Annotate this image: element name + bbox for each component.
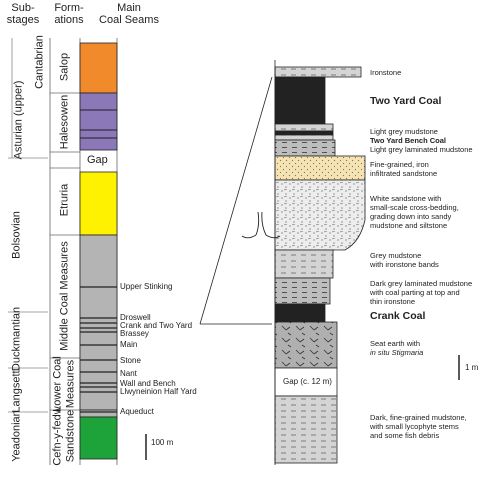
desc-grey-mudstone: Grey mudstone with ironstone bands [370, 251, 439, 269]
desc-two-yard-coal: Two Yard Coal [370, 95, 442, 107]
seam-droswell: Droswell [120, 313, 151, 322]
halesowen-seams [80, 109, 117, 139]
desc-seat-earth: Seat earth with [370, 339, 421, 348]
substage-langsett: Langsett. [10, 367, 23, 413]
formation-cefn-2: Sandstone [64, 409, 77, 463]
desc-white-sandstone: White sandstone with small-scale cross-b… [370, 194, 459, 230]
substage-duckmantian: Duckmantian [10, 306, 23, 372]
seam-llwyneinion: Llwyneinion Half Yard [120, 387, 197, 396]
seam-main: Main [120, 340, 138, 349]
formation-etruria: Etruria [58, 183, 71, 217]
desc-dark-fine: Dark, fine-grained mudstone, with small … [370, 413, 467, 440]
desc-light-grey-lam: Light grey laminated mudstone [370, 145, 473, 154]
formation-cefn-1: Cefn-y-fedw [51, 406, 64, 466]
substages-header: Sub- stages [6, 2, 40, 26]
formation-middle-coal-measures: Middle Coal Measures [58, 241, 71, 351]
substage-asturian: Asturian (upper) [12, 80, 25, 160]
coal-seam-lines [80, 286, 117, 413]
gap-label: Gap [87, 154, 108, 166]
scale-left-label: 100 m [151, 438, 174, 447]
formation-salop: Salop [58, 52, 71, 82]
seam-wall-bench: Wall and Bench [120, 379, 176, 388]
desc-fine-grained: Fine-grained, iron infiltrated sandstone [370, 160, 438, 178]
desc-crank-coal: Crank Coal [370, 310, 426, 322]
desc-ironstone: Ironstone [370, 68, 402, 77]
coal-seams-header: Main Coal Seams [99, 2, 159, 26]
substage-dividers [8, 38, 48, 413]
etruria-unit [79, 171, 118, 236]
seam-nant: Nant [120, 369, 137, 378]
formation-halesowen: Halesowen [58, 94, 71, 150]
formation-lower-coal-2: Measures [64, 359, 77, 409]
seam-upper-stinking: Upper Stinking [120, 282, 173, 291]
substage-cantabrian: Cantabrian [33, 35, 46, 89]
formations-header: Form- ations [54, 2, 84, 26]
halesowen-unit [79, 92, 118, 151]
substage-bolsovian: Bolsovian [10, 211, 23, 259]
salop-unit [79, 42, 118, 94]
main-column [79, 42, 118, 460]
seam-crank-two-yard: Crank and Two Yard [120, 321, 193, 330]
cefn-y-fedw-unit [79, 416, 118, 460]
desc-dark-grey: Dark grey laminated mudstone with coal p… [370, 279, 473, 306]
seam-stone: Stone [120, 356, 141, 365]
substage-yeadonian: Yeadonian [10, 410, 23, 462]
detail-log [274, 60, 366, 465]
desc-stigmaria: in situ Stigmaria [370, 348, 424, 357]
desc-two-yard-bench: Two Yard Bench Coal [370, 136, 446, 145]
seam-brassey: Brassey [120, 329, 149, 338]
formation-lower-coal-1: Lower Coal [51, 356, 64, 412]
root-fossil-icon [241, 211, 281, 239]
seam-aqueduct: Aqueduct [120, 407, 154, 416]
desc-light-grey: Light grey mudstone [370, 127, 438, 136]
detail-gap-label: Gap (c. 12 m) [283, 377, 332, 386]
connector-lines [199, 76, 273, 325]
scale-right-label: 1 m [465, 363, 479, 372]
